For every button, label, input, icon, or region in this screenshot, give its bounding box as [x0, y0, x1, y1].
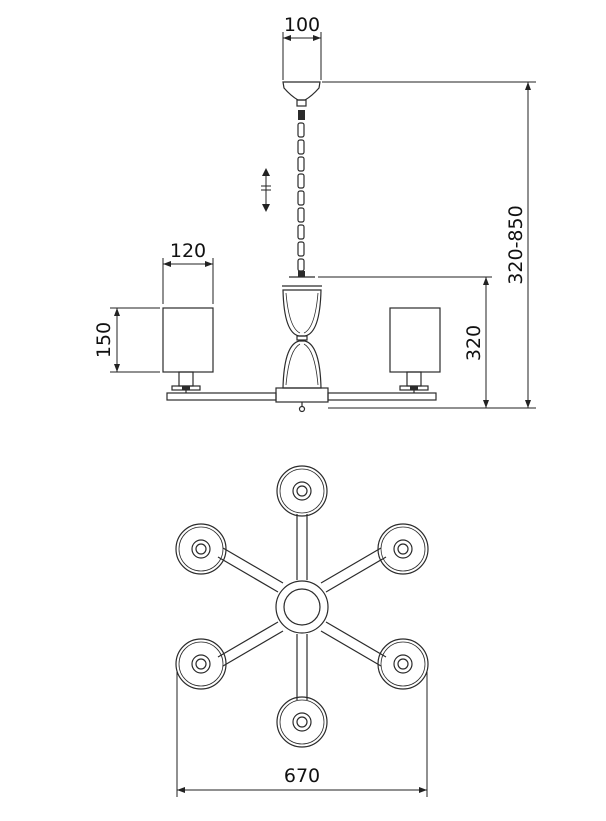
top-shade-lower-right: [377, 638, 429, 690]
dimension-body-height: 320: [318, 276, 492, 409]
dimension-shade-width: 120: [162, 240, 214, 304]
dimension-canopy-width: 100: [282, 14, 322, 80]
top-shade-upper-left: [175, 523, 227, 575]
dimension-label-total-height: 320-850: [505, 205, 527, 284]
vertical-adjust-arrow-icon: [261, 168, 271, 212]
side-view: 100 120 150 320: [93, 14, 536, 413]
dimension-overall-diameter: 670: [176, 672, 428, 797]
central-body: [275, 285, 329, 413]
dimension-shade-height: 150: [93, 307, 160, 373]
top-view: 670: [175, 465, 429, 797]
shade-left: [162, 307, 214, 393]
ceiling-canopy: [282, 81, 321, 107]
top-center-hub: [275, 580, 329, 634]
top-shade-lower-left: [175, 638, 227, 690]
dimension-label-body-height: 320: [463, 325, 485, 361]
suspension-chain: [289, 110, 315, 278]
top-shade-upper-right: [377, 523, 429, 575]
dimension-total-height: 320-850: [322, 81, 536, 409]
dimension-label-overall-diameter: 670: [284, 765, 320, 787]
shade-right: [389, 307, 441, 393]
arm-bar: [166, 392, 437, 401]
dimension-label-shade-width: 120: [170, 240, 206, 262]
top-shade-top: [276, 465, 328, 517]
dimension-label-shade-height: 150: [93, 322, 115, 358]
top-arms: [217, 514, 387, 700]
dimension-label-canopy-width: 100: [284, 14, 320, 36]
top-shade-bottom: [276, 696, 328, 748]
